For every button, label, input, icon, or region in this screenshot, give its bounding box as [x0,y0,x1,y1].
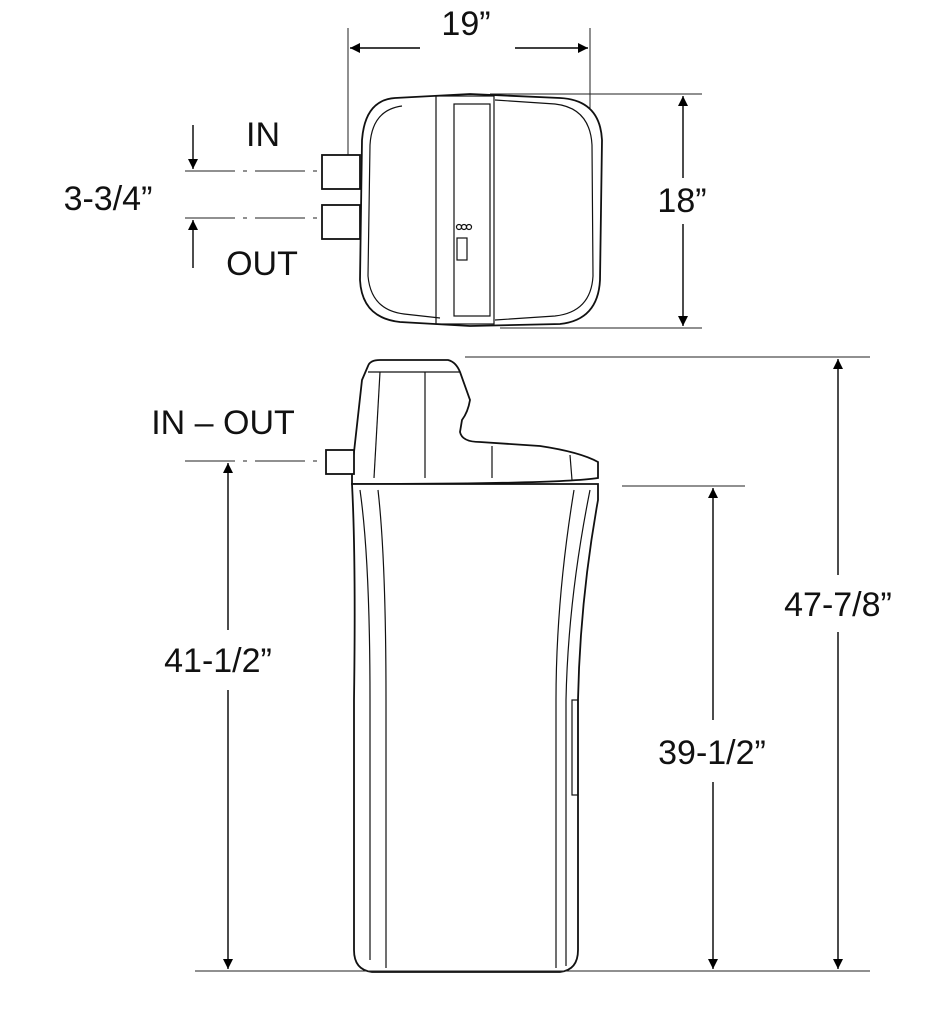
control-head [351,359,599,485]
out-label: OUT [226,245,298,283]
outlet-port [321,204,361,240]
depth-label: 18” [657,182,706,220]
in-label: IN [246,116,280,154]
inlet-port [321,154,361,190]
tank-contour [359,489,371,960]
control-panel-strip [435,95,495,325]
in-out-port [325,449,355,475]
top-view: 19” 18” IN OUT 3-3/4” [64,5,707,329]
softener-top-outline [359,93,603,327]
button-icon [465,223,473,231]
control-panel [453,103,491,317]
tank-height-label: 39-1/2” [658,734,766,772]
overall-height-label: 47-7/8” [784,586,892,624]
tank-handle [571,699,579,796]
inner-edge [494,99,594,321]
port-spacing-label: 3-3/4” [64,180,153,218]
inner-edge [367,105,441,319]
port-height-label: 41-1/2” [164,642,272,680]
head-edge [373,371,381,479]
tank-contour [565,489,591,966]
tank-contour [377,489,387,968]
in-out-label: IN – OUT [151,404,295,442]
tank-body [351,483,599,973]
width-label: 19” [441,5,490,43]
head-edge [569,454,573,481]
display-icon [456,237,468,261]
tank-contour [555,489,575,968]
side-view: IN – OUT 41-1/2” 39-1/2” 47-7/8” [151,356,892,973]
